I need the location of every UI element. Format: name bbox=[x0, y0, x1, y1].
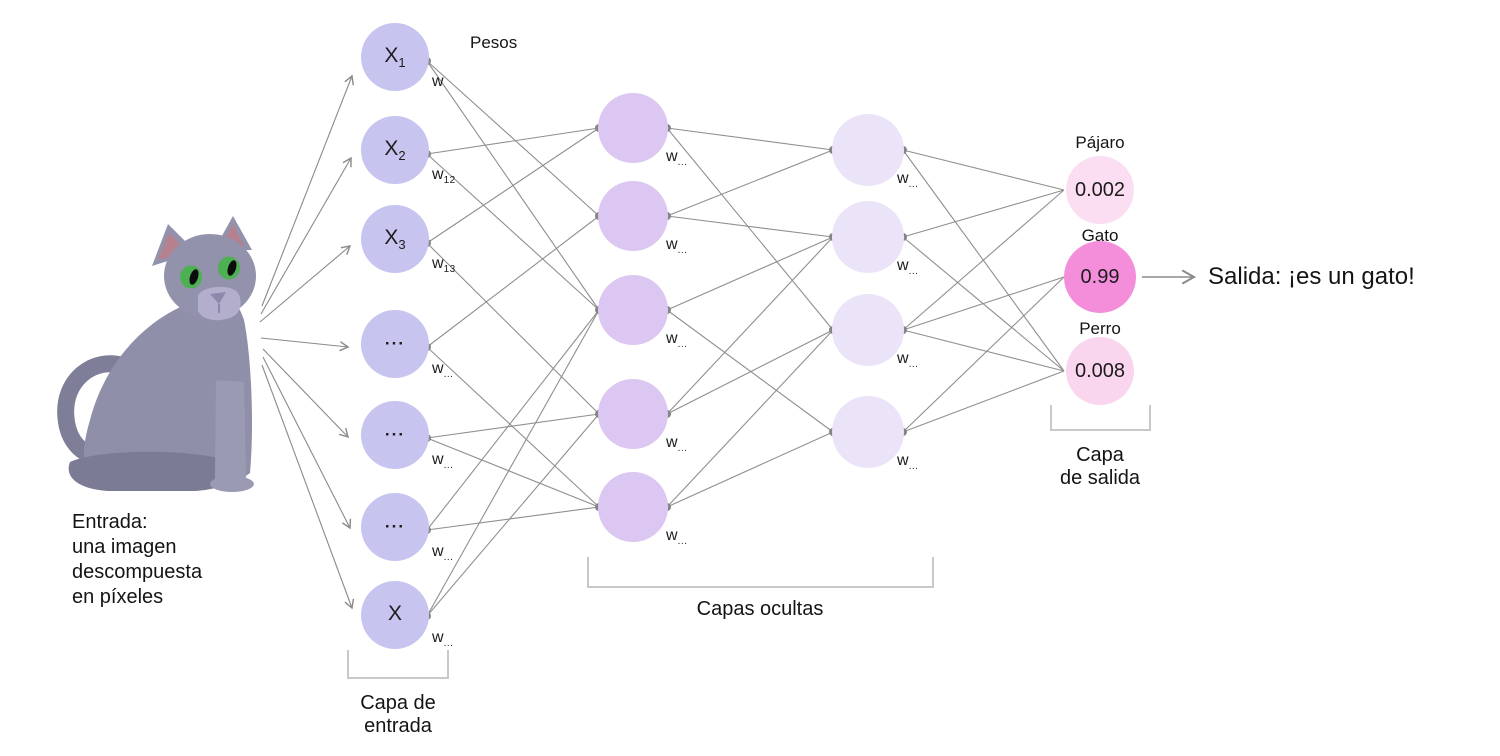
output-node-cat: 0.99 bbox=[1064, 241, 1136, 313]
result-text: Salida: ¡es un gato! bbox=[1208, 263, 1415, 290]
hidden-layers-bracket bbox=[587, 557, 934, 588]
weight-label: w... bbox=[666, 330, 688, 351]
input-caption-line: en píxeles bbox=[72, 586, 164, 608]
node-label: ... bbox=[384, 512, 406, 532]
cat-illustration bbox=[57, 216, 256, 492]
weight-label: w12 bbox=[432, 166, 456, 187]
input-layer-bracket bbox=[347, 650, 449, 679]
edges-input-to-hidden1 bbox=[426, 60, 600, 617]
weight-label: w... bbox=[666, 434, 688, 455]
weight-label: w... bbox=[432, 629, 454, 650]
caption-line: Capa de bbox=[360, 692, 436, 714]
weight-label: w... bbox=[666, 148, 688, 169]
weight-label: w... bbox=[897, 170, 919, 191]
output-node-bird: 0.002 bbox=[1066, 156, 1134, 224]
cat-base bbox=[68, 451, 238, 491]
node-label: X bbox=[387, 601, 402, 625]
output-class-label-bird: Pájaro bbox=[1075, 133, 1125, 152]
input-caption: Entrada: una imagen descompuesta en píxe… bbox=[72, 510, 202, 610]
hidden1-node-5 bbox=[598, 472, 668, 542]
output-class-label-dog: Perro bbox=[1079, 319, 1121, 338]
cat-front-leg bbox=[215, 380, 246, 486]
output-value: 0.99 bbox=[1080, 265, 1120, 288]
weight-label: w... bbox=[666, 527, 688, 548]
output-layer-bracket bbox=[1050, 405, 1151, 431]
hidden-layers-caption: Capas ocultas bbox=[696, 598, 824, 620]
cat-nose bbox=[210, 292, 226, 304]
cat-body bbox=[83, 296, 253, 489]
caption-line: entrada bbox=[364, 715, 432, 737]
input-caption-line: Entrada: bbox=[72, 511, 148, 533]
weight-label: w... bbox=[897, 257, 919, 278]
cat-pupil-right bbox=[227, 260, 237, 276]
node-label: ... bbox=[384, 420, 406, 440]
input-node-ellipsis-1: ... bbox=[361, 310, 429, 378]
weight-label: w bbox=[432, 73, 444, 90]
cat-pupil-left bbox=[189, 269, 199, 285]
output-class-label-cat: Gato bbox=[1081, 226, 1119, 245]
input-caption-line: una imagen bbox=[72, 536, 177, 558]
hidden2-node-1 bbox=[832, 114, 904, 186]
caption-line: de salida bbox=[1059, 467, 1141, 489]
node-label: X3 bbox=[384, 225, 406, 253]
weight-label: w... bbox=[432, 360, 454, 381]
layer-brackets bbox=[347, 405, 1151, 679]
input-node-x1: X1 bbox=[361, 23, 429, 91]
output-layer-caption: Capa de salida bbox=[1030, 444, 1170, 490]
edges-hidden2-to-output bbox=[902, 149, 1065, 433]
hidden2-node-2 bbox=[832, 201, 904, 273]
node-label: ... bbox=[384, 329, 406, 349]
hidden1-node-3 bbox=[598, 275, 668, 345]
input-node-x3: X3 bbox=[361, 205, 429, 273]
output-node-dog: 0.008 bbox=[1066, 337, 1134, 405]
input-node-ellipsis-3: ... bbox=[361, 493, 429, 561]
node-label: X2 bbox=[384, 136, 406, 164]
input-node-xn: X bbox=[361, 581, 429, 649]
output-value: 0.002 bbox=[1074, 178, 1126, 201]
input-node-x2: X2 bbox=[361, 116, 429, 184]
hidden1-node-2 bbox=[598, 181, 668, 251]
cat-paw bbox=[210, 476, 254, 492]
caption-line: Capa bbox=[1076, 444, 1124, 466]
weight-label: w... bbox=[897, 452, 919, 473]
weight-label: w... bbox=[432, 451, 454, 472]
edges-hidden1-to-hidden2 bbox=[666, 127, 834, 508]
input-layer-caption: Capa de entrada bbox=[328, 692, 468, 738]
input-arrows bbox=[259, 74, 355, 610]
weight-label: w... bbox=[432, 543, 454, 564]
weight-label: w... bbox=[666, 236, 688, 257]
input-node-ellipsis-2: ... bbox=[361, 401, 429, 469]
hidden1-node-1 bbox=[598, 93, 668, 163]
hidden1-node-4 bbox=[598, 379, 668, 449]
cat-muzzle bbox=[198, 286, 241, 321]
weights-title: Pesos bbox=[470, 33, 518, 52]
input-caption-line: descompuesta bbox=[72, 561, 203, 583]
weight-label: w... bbox=[897, 350, 919, 371]
node-label: X1 bbox=[384, 43, 406, 71]
hidden2-node-3 bbox=[832, 294, 904, 366]
weight-label: w13 bbox=[432, 255, 456, 276]
hidden2-node-4 bbox=[832, 396, 904, 468]
output-value: 0.008 bbox=[1074, 359, 1126, 382]
